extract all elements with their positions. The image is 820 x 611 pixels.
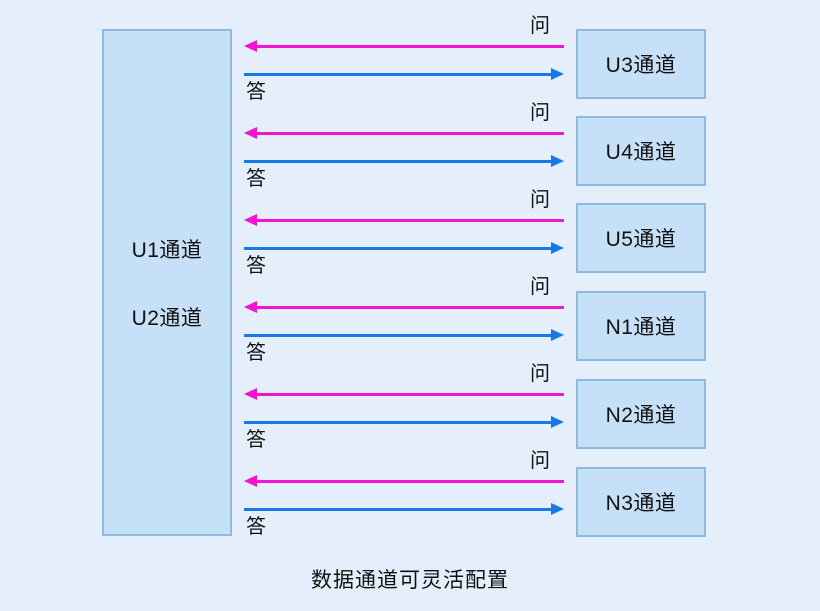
arrow-head-right-icon (551, 416, 564, 428)
answer-arrow-2 (244, 155, 564, 167)
answer-label-6: 答 (246, 516, 266, 538)
ask-arrow-2 (244, 127, 564, 139)
answer-arrow-4 (244, 329, 564, 341)
arrow-head-left-icon (244, 301, 257, 313)
answer-label-2: 答 (246, 168, 266, 190)
arrow-head-left-icon (244, 388, 257, 400)
arrow-head-left-icon (244, 40, 257, 52)
arrow-line (254, 132, 564, 135)
right-channel-label-u4: U4通道 (605, 141, 677, 164)
arrow-line (244, 508, 554, 511)
ask-label-3: 问 (530, 189, 550, 211)
channel-group-5: 问 答 (244, 364, 564, 454)
answer-label-3: 答 (246, 255, 266, 277)
arrow-head-right-icon (551, 68, 564, 80)
right-channel-box-n1: N1通道 (576, 291, 706, 361)
ask-label-6: 问 (530, 450, 550, 472)
arrow-head-right-icon (551, 155, 564, 167)
answer-label-4: 答 (246, 342, 266, 364)
channel-group-4: 问 答 (244, 277, 564, 367)
arrow-line (244, 334, 554, 337)
channel-group-6: 问 答 (244, 451, 564, 541)
ask-label-1: 问 (530, 15, 550, 37)
answer-arrow-3 (244, 242, 564, 254)
arrow-head-left-icon (244, 475, 257, 487)
ask-label-4: 问 (530, 276, 550, 298)
right-channel-box-u3: U3通道 (576, 29, 706, 99)
arrow-head-left-icon (244, 214, 257, 226)
ask-label-2: 问 (530, 102, 550, 124)
arrow-head-right-icon (551, 329, 564, 341)
arrow-line (254, 480, 564, 483)
right-channel-box-u4: U4通道 (576, 116, 706, 186)
right-channel-label-n3: N3通道 (605, 492, 677, 515)
ask-label-5: 问 (530, 363, 550, 385)
ask-arrow-5 (244, 388, 564, 400)
arrow-head-right-icon (551, 503, 564, 515)
arrow-line (244, 160, 554, 163)
left-channel-label-u2: U2通道 (131, 306, 203, 330)
answer-arrow-1 (244, 68, 564, 80)
right-channel-label-u3: U3通道 (605, 54, 677, 77)
answer-arrow-6 (244, 503, 564, 515)
arrow-head-left-icon (244, 127, 257, 139)
ask-arrow-6 (244, 475, 564, 487)
right-channel-label-n1: N1通道 (605, 316, 677, 339)
arrow-line (254, 219, 564, 222)
ask-arrow-3 (244, 214, 564, 226)
arrow-head-right-icon (551, 242, 564, 254)
ask-arrow-1 (244, 40, 564, 52)
diagram-caption: 数据通道可灵活配置 (311, 569, 509, 592)
arrow-line (254, 45, 564, 48)
left-channel-box: U1通道 U2通道 (102, 29, 232, 536)
arrow-line (244, 421, 554, 424)
left-channel-label-u1: U1通道 (131, 238, 203, 262)
answer-label-1: 答 (246, 81, 266, 103)
arrow-line (244, 73, 554, 76)
answer-label-5: 答 (246, 429, 266, 451)
channel-group-3: 问 答 (244, 190, 564, 280)
right-channel-box-n3: N3通道 (576, 467, 706, 537)
ask-arrow-4 (244, 301, 564, 313)
channel-group-1: 问 答 (244, 16, 564, 106)
arrow-line (254, 393, 564, 396)
right-channel-box-n2: N2通道 (576, 379, 706, 449)
channel-group-2: 问 答 (244, 103, 564, 193)
arrow-line (244, 247, 554, 250)
right-channel-label-u5: U5通道 (605, 228, 677, 251)
arrow-line (254, 306, 564, 309)
right-channel-label-n2: N2通道 (605, 404, 677, 427)
answer-arrow-5 (244, 416, 564, 428)
right-channel-box-u5: U5通道 (576, 203, 706, 273)
